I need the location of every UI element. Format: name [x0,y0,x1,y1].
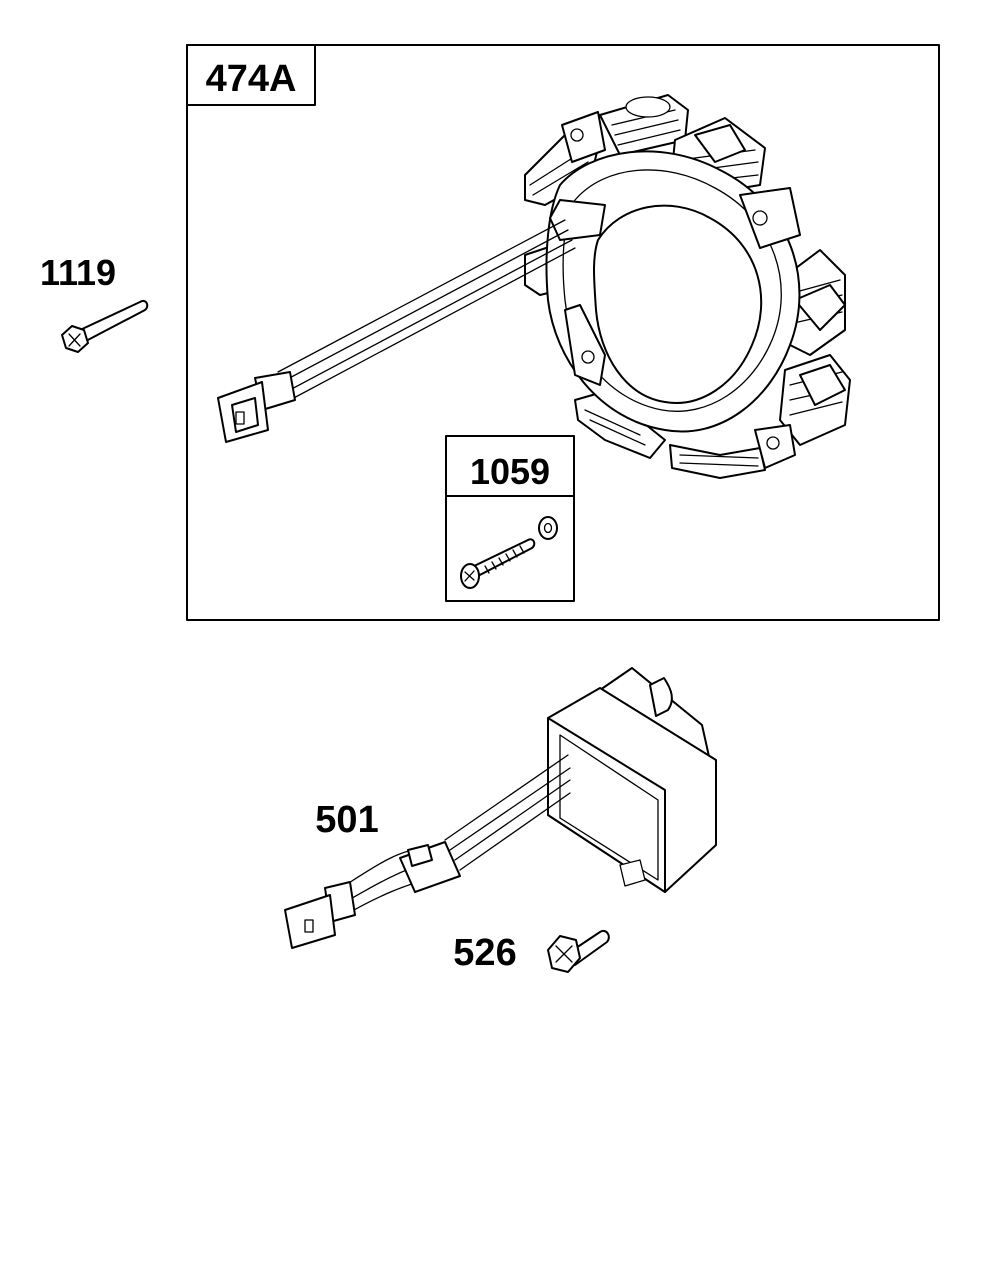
regulator-label[interactable]: 501 [315,799,378,841]
stator-ring [545,150,801,433]
wire-clip [549,199,606,241]
stator-harness [277,219,576,401]
regulator-screw-label[interactable]: 526 [453,932,516,974]
regulator-screw-526[interactable]: 526 [453,930,610,974]
stator-kit-label[interactable]: 474A [206,58,297,100]
screw-kit-label[interactable]: 1059 [470,451,550,492]
bolt-1119[interactable]: 1119 [40,252,149,353]
stator[interactable] [217,94,851,479]
stator-kit-frame: 474A [186,44,940,621]
stator-connector[interactable] [217,371,296,443]
screw-kit-1059[interactable]: 1059 [445,435,575,602]
regulator-501[interactable]: 501 [284,667,717,949]
bolt-label[interactable]: 1119 [40,252,116,293]
stator-mount-tabs [561,111,801,469]
